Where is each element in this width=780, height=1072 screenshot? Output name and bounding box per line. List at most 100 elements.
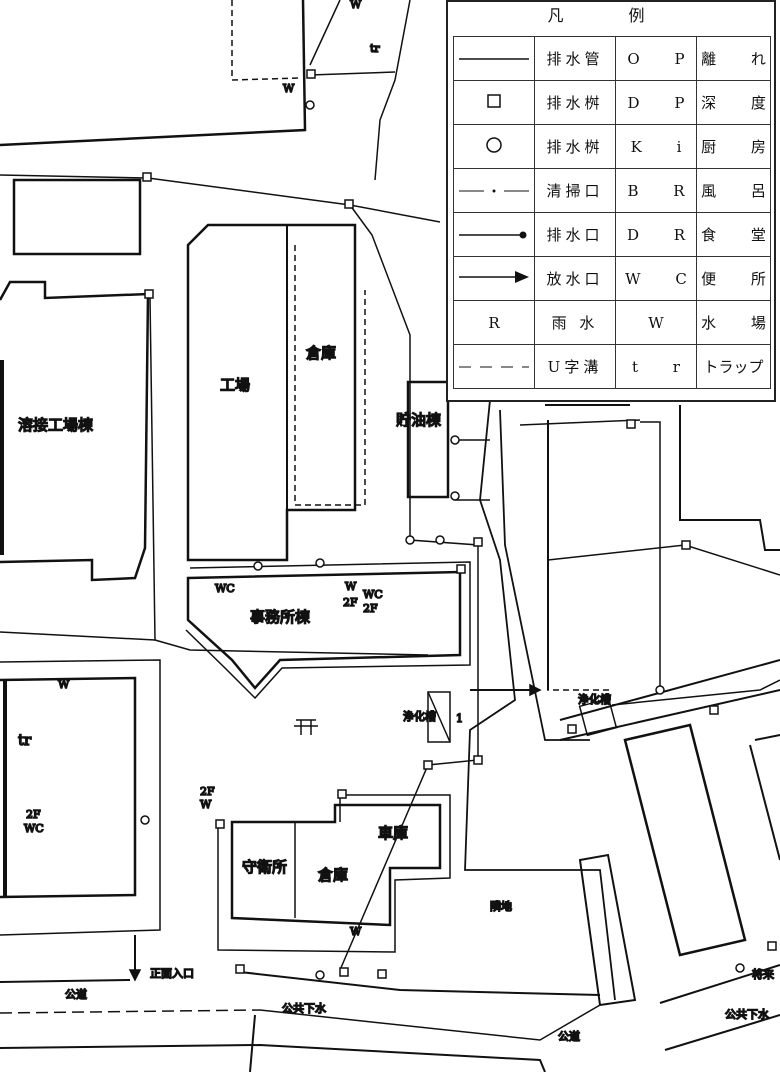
legend-symbol-cell: R (453, 300, 535, 345)
label-2f-left: 2F (26, 808, 41, 821)
building-oil (406, 380, 450, 499)
label-road2: 公道 (558, 1029, 580, 1043)
legend-row: 放水口 W C 便 所 (453, 256, 771, 301)
building-left-bottom (0, 676, 137, 899)
legend-symbol-line-icon (459, 50, 529, 68)
road-edge (239, 971, 601, 996)
building-right-block (623, 723, 747, 957)
legend-abbr-meaning: 風 呂 (696, 168, 771, 213)
legend-abbr-meaning: 水 場 (696, 300, 771, 345)
legend-meaning: 放水口 (534, 256, 616, 301)
road-edge (559, 659, 780, 741)
legend-meaning: 清掃口 (534, 168, 616, 213)
label-neighbor: 隣地 (490, 899, 512, 913)
legend-symbol-circle-icon (485, 136, 503, 158)
building-factory (186, 223, 357, 562)
legend-symbol-dash-dot-icon (459, 182, 529, 200)
outlet-arrow-icon (529, 683, 542, 697)
drain-pipe (217, 794, 451, 953)
legend-symbol-cell (453, 80, 535, 125)
legend-row: 排水桝 K i 厨 房 (453, 124, 771, 169)
drain-pipe (0, 659, 161, 936)
legend-abbr-meaning: 食 堂 (696, 212, 771, 257)
legend-symbol-cell (453, 344, 535, 389)
building-guard (230, 803, 442, 927)
legend-abbr-meaning: 離 れ (696, 36, 771, 81)
legend-abbr-meaning: トラップ (696, 344, 771, 389)
legend-symbol-line-arrow-icon (459, 270, 529, 288)
label-warehouse2: 倉庫 (318, 866, 348, 884)
label-septic1: 浄化槽 (403, 709, 436, 723)
building-outline-top-left (0, 0, 307, 147)
legend-meaning: 排水口 (534, 212, 616, 257)
label-2f-mid: 2F (200, 785, 215, 798)
label-w-left-box: W (58, 678, 70, 691)
legend-abbr-meaning: 深 度 (696, 80, 771, 125)
legend-row: U字溝 t r トラップ (453, 344, 771, 389)
legend-abbr: D R (615, 212, 697, 257)
label-w-top: W (283, 82, 295, 95)
drain-pipe (309, 0, 396, 76)
legend-table: 排水管 O P 離 れ 排水桝 D P 深 度 排水桝 K i 厨 房 清掃口 … (453, 36, 771, 389)
road-edge (499, 409, 590, 741)
label-2f-office2: 2F (363, 602, 378, 615)
drain-pipe (547, 421, 780, 690)
legend-symbol-square-icon (487, 93, 501, 112)
label-garage: 車庫 (378, 824, 408, 842)
label-wc: WC (215, 582, 235, 595)
label-factory: 工場 (220, 376, 250, 394)
legend-abbr: W (615, 300, 697, 345)
legend-abbr-meaning: 厨 房 (696, 124, 771, 169)
building-small (12, 178, 142, 256)
legend-abbr: D P (615, 80, 697, 125)
shrine-symbol-icon (294, 719, 318, 735)
septic-tank-cross (427, 691, 451, 743)
legend-row: 排水桝 D P 深 度 (453, 80, 771, 125)
legend-abbr: B R (615, 168, 697, 213)
label-w-guard: W (350, 925, 362, 938)
label-guard: 守衛所 (242, 858, 287, 876)
label-future: 将来 (752, 968, 774, 981)
road-edge (0, 1043, 546, 1072)
label-welding: 溶接工場棟 (18, 416, 93, 434)
map-labels: 溶接工場棟 工場 倉庫 貯油棟 事務所棟 浄化槽 1 浄化槽 守衛所 倉庫 車庫… (17, 0, 775, 1044)
building-right-strip (578, 853, 637, 1007)
legend-row: 清掃口 B R 風 呂 (453, 168, 771, 213)
label-tr-left: tr (18, 731, 32, 749)
legend-symbol-dashed-icon (459, 358, 529, 376)
label-septic2: 浄化槽 (578, 692, 611, 706)
septic-tank-1 (427, 691, 451, 743)
label-2f-office: 2F (343, 596, 358, 609)
legend-abbr: K i (615, 124, 697, 169)
road-edge (249, 1014, 256, 1072)
label-sewer2: 公共下水 (725, 1008, 769, 1021)
legend-row: 排水口 D R 食 堂 (453, 212, 771, 257)
drain-pipe (149, 297, 429, 656)
legend-symbol-line-dot-icon (459, 226, 529, 244)
road-edge (374, 0, 411, 181)
road-centerline (0, 1009, 261, 1014)
legend-abbr: W C (615, 256, 697, 301)
label-w-mid: W (200, 798, 212, 811)
legend-abbr: O P (615, 36, 697, 81)
legend-symbol-cell (453, 124, 535, 169)
legend-symbol-cell (453, 36, 535, 81)
legend-row: R 雨 水 W 水 場 (453, 300, 771, 345)
label-oil: 貯油棟 (396, 411, 441, 429)
legend-abbr: t r (615, 344, 697, 389)
label-w-top2: W (350, 0, 362, 11)
road-edge (259, 1004, 601, 1041)
label-septic-num: 1 (456, 712, 463, 725)
label-road1: 公道 (65, 987, 87, 1001)
drain-pipe (0, 631, 156, 641)
label-wc-office: WC (363, 588, 383, 601)
label-warehouse: 倉庫 (306, 344, 336, 362)
label-tr-top: tr (370, 42, 380, 55)
u-ditch (231, 0, 301, 81)
drain-basins (140, 69, 777, 980)
legend-meaning: U字溝 (534, 344, 616, 389)
legend-meaning: 排水管 (534, 36, 616, 81)
label-wc-left: WC (24, 822, 44, 835)
legend-meaning: 排水桝 (534, 124, 616, 169)
